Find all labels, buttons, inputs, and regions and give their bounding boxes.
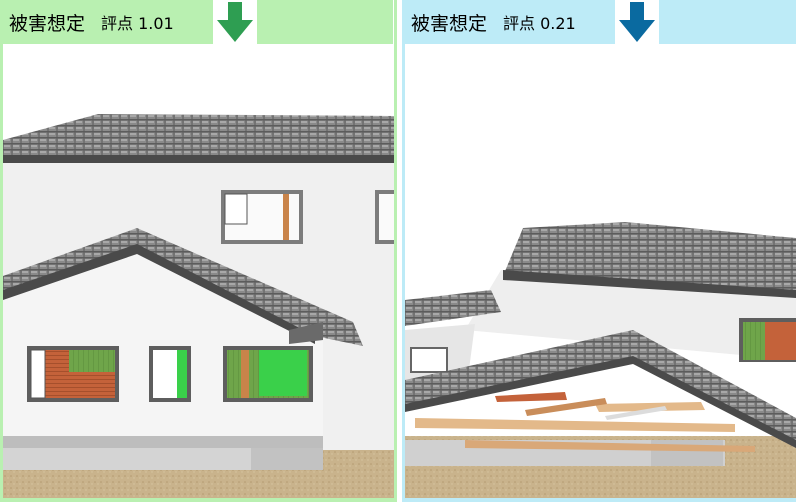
arrow-down-icon	[615, 0, 659, 44]
lower-roof	[3, 228, 363, 346]
panel-right: 被害想定 評点 0.21	[402, 0, 796, 502]
house-scene-intact	[3, 114, 394, 502]
damage-estimate-label: 被害想定	[9, 12, 86, 35]
header-background	[405, 0, 615, 44]
bottom-strip	[3, 498, 394, 502]
score-value: 評点 0.21	[503, 14, 576, 33]
arrow-down-icon	[213, 0, 257, 44]
header-background	[257, 0, 393, 44]
header-background	[659, 0, 796, 44]
panel-left: 被害想定 評点 1.01	[0, 0, 397, 502]
house-scene-collapsed	[405, 222, 796, 502]
collapsed-lower-roof	[405, 330, 796, 448]
upper-roof	[3, 114, 394, 160]
broken-timbers	[415, 392, 755, 452]
bottom-strip	[405, 498, 796, 502]
panel-header: 被害想定 評点 0.21	[405, 0, 576, 44]
score-value: 評点 1.01	[101, 14, 174, 33]
debris-roof-left	[405, 290, 501, 326]
damage-estimate-label: 被害想定	[411, 12, 488, 35]
panel-header: 被害想定 評点 1.01	[3, 0, 174, 44]
header-background	[3, 0, 213, 44]
